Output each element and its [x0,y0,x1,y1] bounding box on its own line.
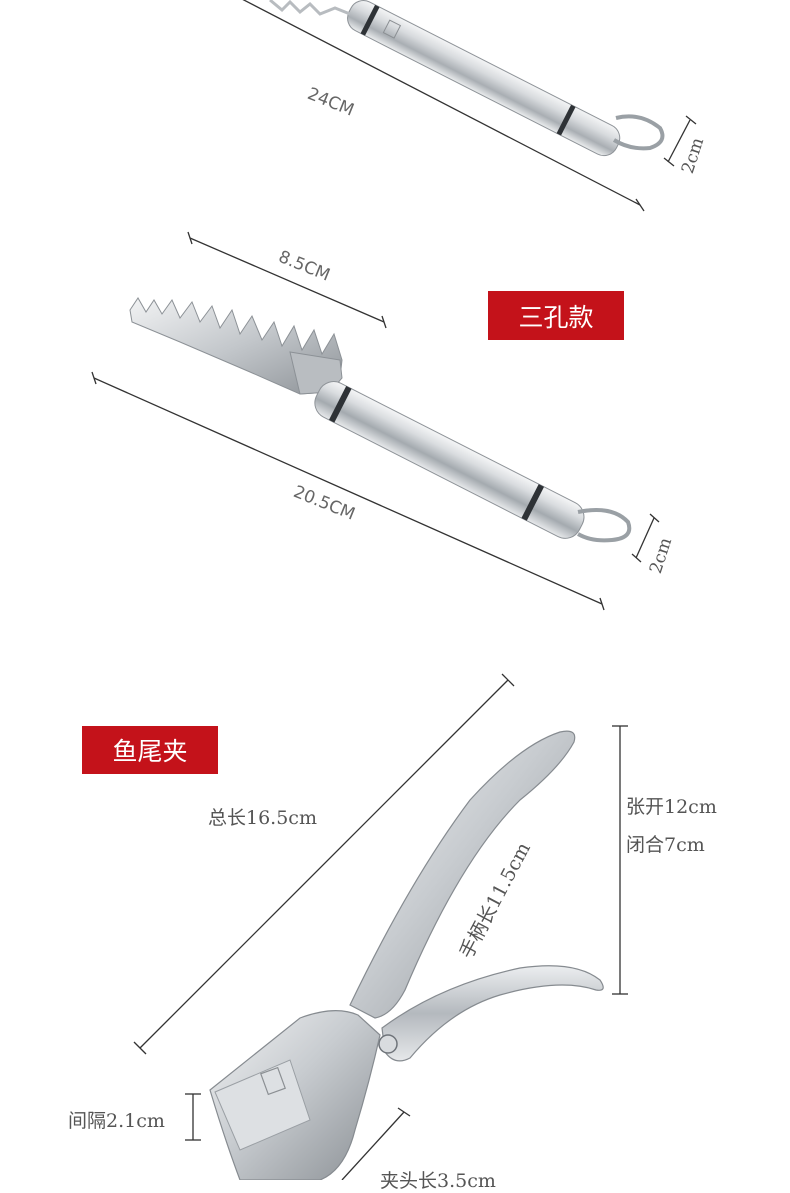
three-hole-scaler-hook [577,508,632,543]
three-hole-tag: 三孔款 [488,291,624,340]
clip-pivot [378,1034,398,1054]
three-hole-diameter-bracket [631,513,660,563]
clip-lower-handle [381,965,604,1062]
clip-closed-label: 闭合7cm [626,834,705,856]
top-scaler-illustration [242,0,697,212]
fish-tail-clip-tag: 鱼尾夹 [82,726,218,774]
clip-gap-label: 间隔2.1cm [68,1110,165,1132]
top-scaler-handle [347,0,621,157]
clip-gap-bracket [185,1093,201,1141]
clip-total-length-label: 总长16.5cm [208,807,317,829]
top-length-dimension-line [242,0,645,212]
total-length-dimension-line [91,371,605,611]
clip-open-label: 张开12cm [626,796,717,818]
three-hole-scaler-handle [314,381,585,539]
top-diameter-bracket [663,115,697,167]
head-length-dimension-line [187,231,387,329]
clip-total-length-line [133,673,515,1055]
top-scaler-teeth [269,0,351,16]
three-hole-scaler-illustration [91,231,660,611]
top-scaler-hook [612,114,665,151]
clip-open-dimension-line [612,725,628,995]
clip-head-length-line [341,1107,411,1180]
clip-upper-handle [349,730,576,1019]
